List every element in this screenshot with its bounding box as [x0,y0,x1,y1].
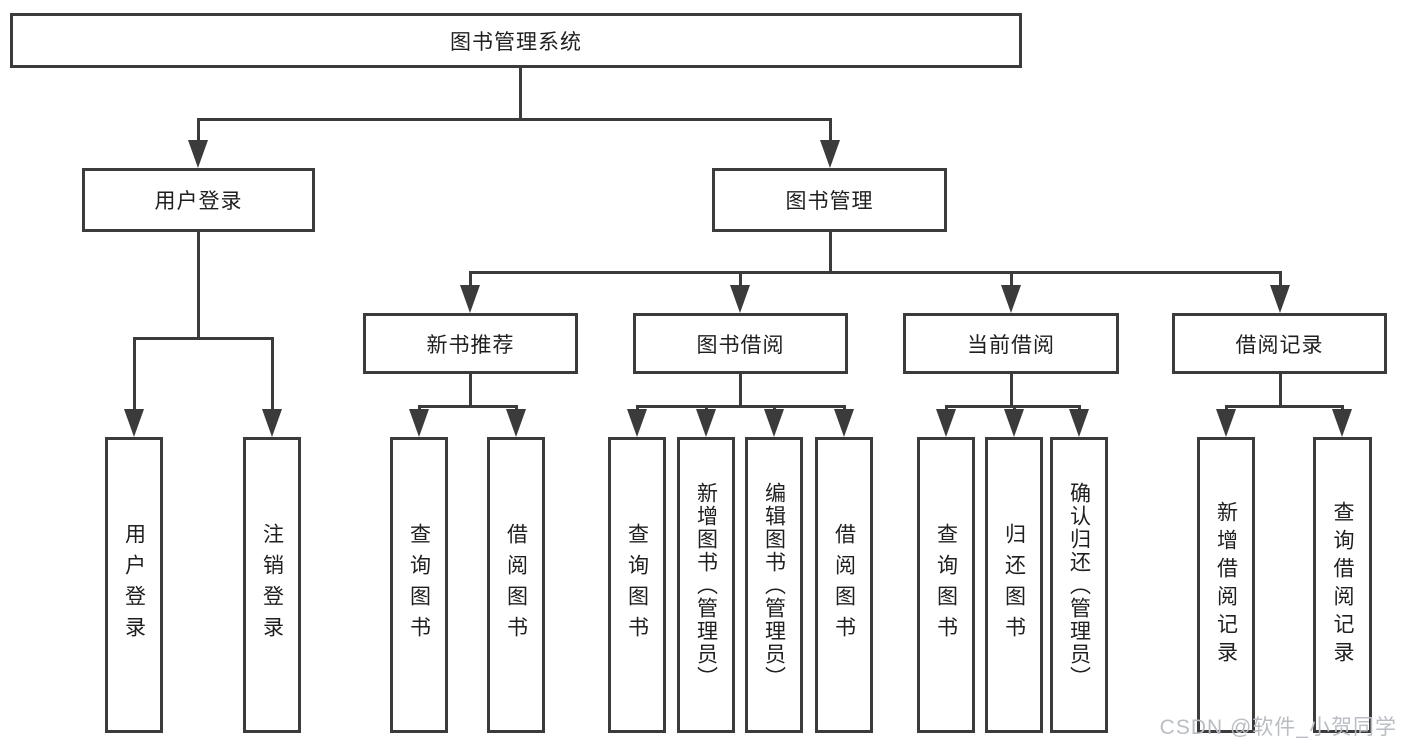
leaf-br-query-record: 查询借阅记录 [1313,437,1372,733]
leaf-bb-edit-books-admin: 编辑图书（管理员） [745,437,803,733]
leaf-cb-query-books: 查询图书 [917,437,975,733]
watermark: CSDN @软件_小贺同学 [1159,716,1397,739]
connector-vline [739,374,742,405]
connector-vline [519,68,522,118]
arrowhead-down-icon [820,140,840,168]
leaf-label: 查询借阅记录 [1331,501,1354,669]
leaf-cb-return-books: 归还图书 [985,437,1043,733]
leaf-user-login: 用户登录 [105,437,163,733]
leaf-label: 新增图书（管理员） [694,481,718,689]
leaf-bb-borrow-books: 借阅图书 [815,437,873,733]
leaf-cb-confirm-return-admin: 确认归还（管理员） [1050,437,1108,733]
node-label: 用户登录 [154,190,243,213]
connector-vline [133,337,136,413]
connector-vline [829,118,832,144]
arrowhead-down-icon [1069,409,1089,437]
leaf-label: 注销登录 [260,523,284,647]
connector-vline [1010,271,1013,289]
connector-hline [418,405,518,408]
node-book-management: 图书管理 [712,168,947,232]
connector-vline [271,337,274,413]
arrowhead-down-icon [1001,285,1021,313]
arrowhead-down-icon [188,140,208,168]
connector-vline [1279,271,1282,289]
leaf-label: 查询图书 [407,523,431,647]
arrowhead-down-icon [409,409,429,437]
connector-hline [1225,405,1344,408]
arrowhead-down-icon [627,409,647,437]
arrowhead-down-icon [696,409,716,437]
node-label: 图书借阅 [696,333,785,357]
leaf-label: 查询图书 [625,523,649,647]
connector-hline [469,271,1282,274]
leaf-label: 归还图书 [1002,523,1026,647]
leaf-br-add-record: 新增借阅记录 [1197,437,1255,733]
leaf-rec-query-books: 查询图书 [390,437,448,733]
leaf-label: 确认归还（管理员） [1067,481,1091,689]
connector-vline [1279,374,1282,405]
node-label: 借阅记录 [1235,333,1324,357]
leaf-label: 借阅图书 [504,523,528,647]
node-current-borrowing: 当前借阅 [903,313,1119,374]
node-new-book-recommend: 新书推荐 [363,313,578,374]
leaf-rec-borrow-books: 借阅图书 [487,437,545,733]
connector-vline [829,232,832,271]
node-user-login: 用户登录 [82,168,315,232]
arrowhead-down-icon [1332,409,1352,437]
arrowhead-down-icon [506,409,526,437]
node-book-borrowing: 图书借阅 [633,313,848,374]
connector-vline [739,271,742,289]
connector-vline [469,374,472,405]
arrowhead-down-icon [460,285,480,313]
leaf-label: 查询图书 [934,523,958,647]
arrowhead-down-icon [834,409,854,437]
node-label: 新书推荐 [426,333,515,357]
connector-hline [636,405,846,408]
leaf-label: 编辑图书（管理员） [762,481,786,689]
leaf-logout-login: 注销登录 [243,437,301,733]
leaf-bb-query-books: 查询图书 [608,437,666,733]
arrowhead-down-icon [730,285,750,313]
arrowhead-down-icon [936,409,956,437]
leaf-bb-add-books-admin: 新增图书（管理员） [677,437,735,733]
connector-hline [133,337,274,340]
leaf-label: 借阅图书 [832,523,856,647]
arrowhead-down-icon [1270,285,1290,313]
arrowhead-down-icon [1004,409,1024,437]
leaf-label: 用户登录 [122,523,146,647]
connector-vline [197,232,200,337]
node-library-management-system: 图书管理系统 [10,13,1022,68]
arrowhead-down-icon [262,409,282,437]
node-label: 当前借阅 [967,333,1055,357]
node-label: 图书管理 [785,190,874,213]
arrowhead-down-icon [1216,409,1236,437]
node-label: 图书管理系统 [450,30,582,54]
connector-vline [197,118,200,144]
arrowhead-down-icon [764,409,784,437]
connector-vline [1010,374,1013,405]
connector-vline [469,271,472,289]
connector-hline [197,118,832,121]
node-borrowing-records: 借阅记录 [1172,313,1387,374]
arrowhead-down-icon [124,409,144,437]
leaf-label: 新增借阅记录 [1214,501,1238,669]
